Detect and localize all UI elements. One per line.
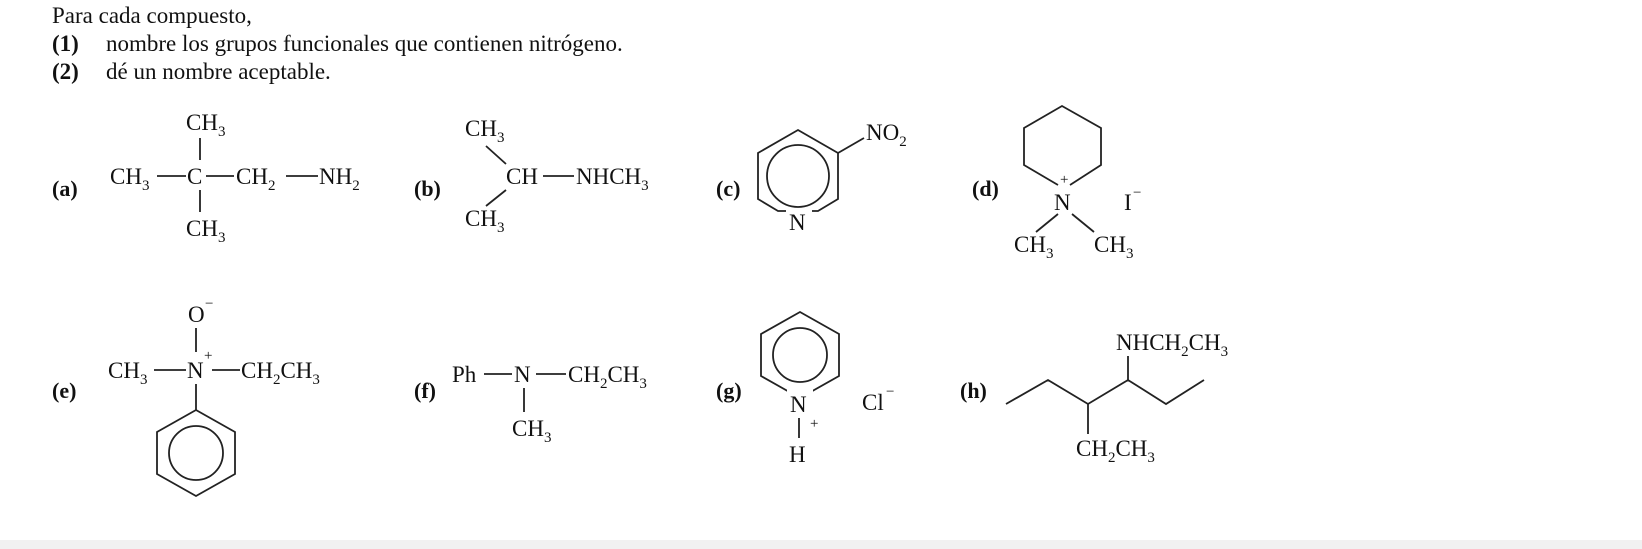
svg-text:−: − bbox=[1133, 185, 1141, 201]
compound-b: CH3 CH NHCH3 CH3 bbox=[465, 116, 649, 236]
svg-text:C: C bbox=[187, 164, 202, 189]
svg-text:+: + bbox=[204, 348, 212, 364]
svg-text:Cl: Cl bbox=[862, 390, 884, 415]
svg-text:CH2CH3: CH2CH3 bbox=[568, 362, 647, 392]
svg-text:+: + bbox=[810, 416, 818, 432]
svg-text:CH3: CH3 bbox=[1094, 232, 1133, 262]
svg-text:CH2CH3: CH2CH3 bbox=[241, 358, 320, 388]
svg-text:CH2CH3: CH2CH3 bbox=[1076, 436, 1155, 466]
svg-text:N: N bbox=[789, 210, 806, 235]
compound-c: NO2 N bbox=[757, 120, 907, 235]
svg-text:CH3: CH3 bbox=[110, 164, 149, 194]
svg-text:CH3: CH3 bbox=[186, 216, 225, 246]
svg-text:N: N bbox=[1054, 190, 1071, 215]
svg-text:NHCH2CH3: NHCH2CH3 bbox=[1116, 330, 1228, 360]
instruction-1: (1) nombre los grupos funcionales que co… bbox=[52, 31, 623, 56]
svg-text:CH3: CH3 bbox=[465, 206, 504, 236]
svg-text:−: − bbox=[205, 296, 213, 312]
label-f: (f) bbox=[414, 378, 436, 403]
instructions-intro: Para cada compuesto, bbox=[52, 3, 252, 28]
svg-text:N: N bbox=[790, 392, 807, 417]
svg-text:NHCH3: NHCH3 bbox=[576, 164, 649, 194]
svg-text:N: N bbox=[514, 362, 531, 387]
svg-text:O: O bbox=[188, 302, 205, 327]
instruction-2: (2) dé un nombre aceptable. bbox=[52, 59, 331, 84]
label-g: (g) bbox=[716, 378, 742, 403]
svg-text:CH3: CH3 bbox=[465, 116, 504, 146]
svg-text:CH3: CH3 bbox=[512, 416, 551, 446]
svg-text:I: I bbox=[1124, 190, 1132, 215]
bottom-divider bbox=[0, 540, 1642, 549]
compound-f: Ph N CH2CH3 CH3 bbox=[452, 362, 647, 446]
compound-a: CH3 CH3 C CH2 NH2 CH3 bbox=[110, 110, 360, 246]
svg-text:CH2: CH2 bbox=[236, 164, 275, 194]
svg-text:CH: CH bbox=[506, 164, 538, 189]
svg-text:−: − bbox=[886, 384, 894, 400]
svg-text:NO2: NO2 bbox=[866, 120, 907, 150]
compound-h: NHCH2CH3 CH2CH3 bbox=[1005, 330, 1228, 466]
compound-g: N + H Cl − bbox=[760, 310, 894, 467]
svg-text:CH3: CH3 bbox=[108, 358, 147, 388]
svg-text:CH3: CH3 bbox=[186, 110, 225, 140]
svg-text:N: N bbox=[187, 358, 204, 383]
svg-text:Ph: Ph bbox=[452, 362, 477, 387]
svg-text:+: + bbox=[1060, 172, 1068, 188]
label-a: (a) bbox=[52, 176, 78, 201]
label-c: (c) bbox=[716, 176, 741, 201]
label-h: (h) bbox=[960, 378, 987, 403]
label-e: (e) bbox=[52, 378, 77, 403]
compound-e: O − CH3 N + CH2CH3 bbox=[108, 296, 320, 498]
label-d: (d) bbox=[972, 176, 999, 201]
compound-d: + N CH3 CH3 I − bbox=[1014, 104, 1141, 262]
label-b: (b) bbox=[414, 176, 441, 201]
svg-text:H: H bbox=[789, 442, 806, 467]
svg-text:NH2: NH2 bbox=[319, 164, 360, 194]
svg-text:CH3: CH3 bbox=[1014, 232, 1053, 262]
